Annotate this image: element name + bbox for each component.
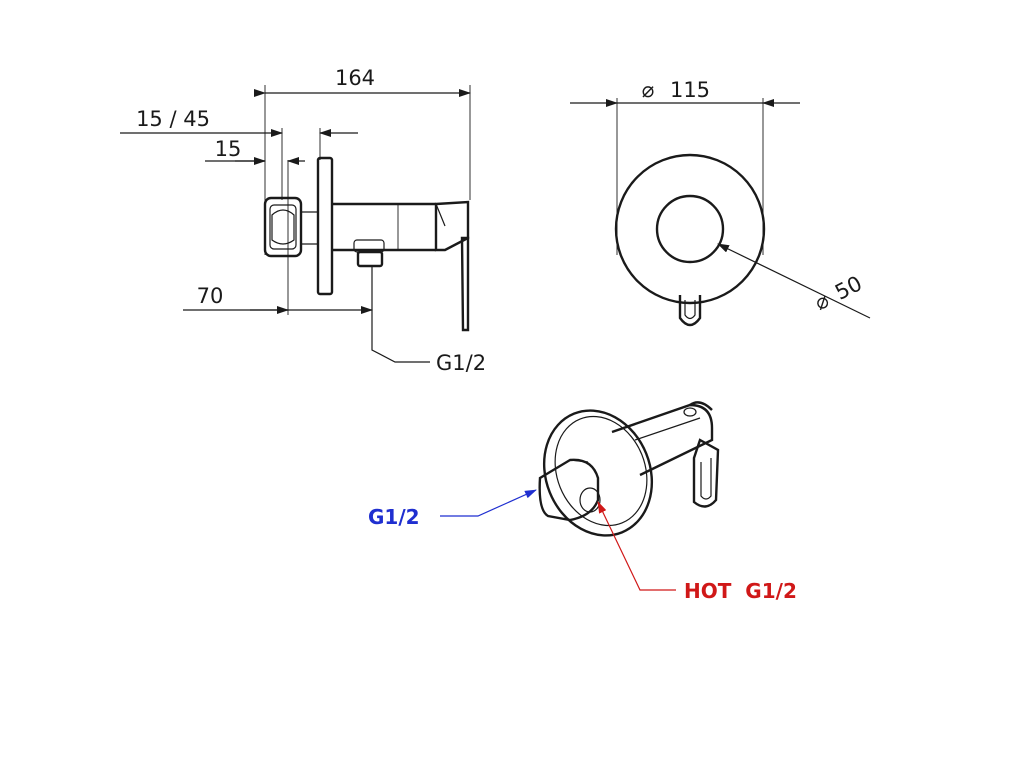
dim-offset-range-label: 15 / 45 xyxy=(136,107,210,131)
isometric-mixer xyxy=(538,401,720,537)
dim-length-label: 164 xyxy=(335,66,375,90)
dim-knob-label: 50 xyxy=(831,271,866,305)
isometric-view: G1/2 HOT G1/2 xyxy=(368,401,797,603)
dim-offset-min-label: 15 xyxy=(215,137,242,161)
dim-depth-label: 70 xyxy=(197,284,224,308)
side-view: 164 15 / 45 15 70 G1/2 xyxy=(120,66,486,375)
front-view: ⌀ 115 ⌀ 50 xyxy=(570,78,871,327)
dim-flange-label: 115 xyxy=(670,78,710,102)
dim-knob-symbol: ⌀ xyxy=(811,288,833,315)
hot-inlet-label: HOT G1/2 xyxy=(684,579,797,603)
side-view-mixer xyxy=(263,156,470,332)
front-view-mixer xyxy=(614,153,766,327)
side-thread-label: G1/2 xyxy=(436,351,486,375)
cold-inlet-label: G1/2 xyxy=(368,505,420,529)
dim-flange-symbol: ⌀ xyxy=(642,78,655,102)
